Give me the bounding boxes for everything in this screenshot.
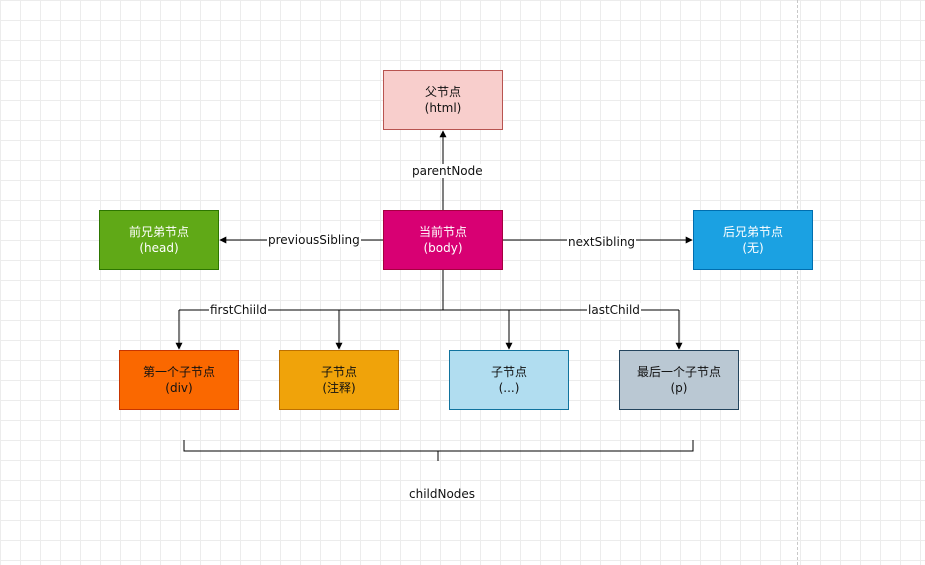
node-child-comment[interactable]: 子节点 (注释) <box>279 350 399 410</box>
node-last-child-p[interactable]: 最后一个子节点 (p) <box>619 350 739 410</box>
node-first-child-div[interactable]: 第一个子节点 (div) <box>119 350 239 410</box>
edge-label-child-nodes[interactable]: childNodes <box>409 487 476 501</box>
node-subtitle: (...) <box>498 381 520 395</box>
edge-label-first-child[interactable]: firstChiild <box>209 303 269 317</box>
node-child-ellipsis[interactable]: 子节点 (...) <box>449 350 569 410</box>
node-subtitle: (div) <box>165 381 193 395</box>
node-subtitle: (无) <box>742 241 764 255</box>
node-subtitle: (body) <box>423 241 463 255</box>
node-current-body[interactable]: 当前节点 (body) <box>383 210 503 270</box>
node-previous-sibling-head[interactable]: 前兄弟节点 (head) <box>99 210 219 270</box>
node-title: 第一个子节点 <box>142 365 215 379</box>
page-boundary-line <box>797 0 798 565</box>
node-next-sibling-none[interactable]: 后兄弟节点 (无) <box>693 210 813 270</box>
node-title: 父节点 <box>424 85 461 99</box>
node-title: 子节点 <box>490 365 527 379</box>
edge-label-last-child[interactable]: lastChild <box>587 303 641 317</box>
edge-label-next-sibling[interactable]: nextSibling <box>567 235 637 249</box>
node-subtitle: (head) <box>139 241 179 255</box>
node-title: 当前节点 <box>418 225 467 239</box>
node-title: 前兄弟节点 <box>128 225 189 239</box>
child-nodes-bracket <box>183 440 694 461</box>
edge-label-previous-sibling[interactable]: previousSibling <box>267 233 361 247</box>
node-title: 子节点 <box>320 365 357 379</box>
node-subtitle: (p) <box>670 381 688 395</box>
node-title: 最后一个子节点 <box>636 365 721 379</box>
node-parent-html[interactable]: 父节点 (html) <box>383 70 503 130</box>
node-subtitle: (注释) <box>322 381 356 395</box>
node-title: 后兄弟节点 <box>722 225 783 239</box>
node-subtitle: (html) <box>424 101 462 115</box>
edge-label-parent-node[interactable]: parentNode <box>411 164 484 178</box>
